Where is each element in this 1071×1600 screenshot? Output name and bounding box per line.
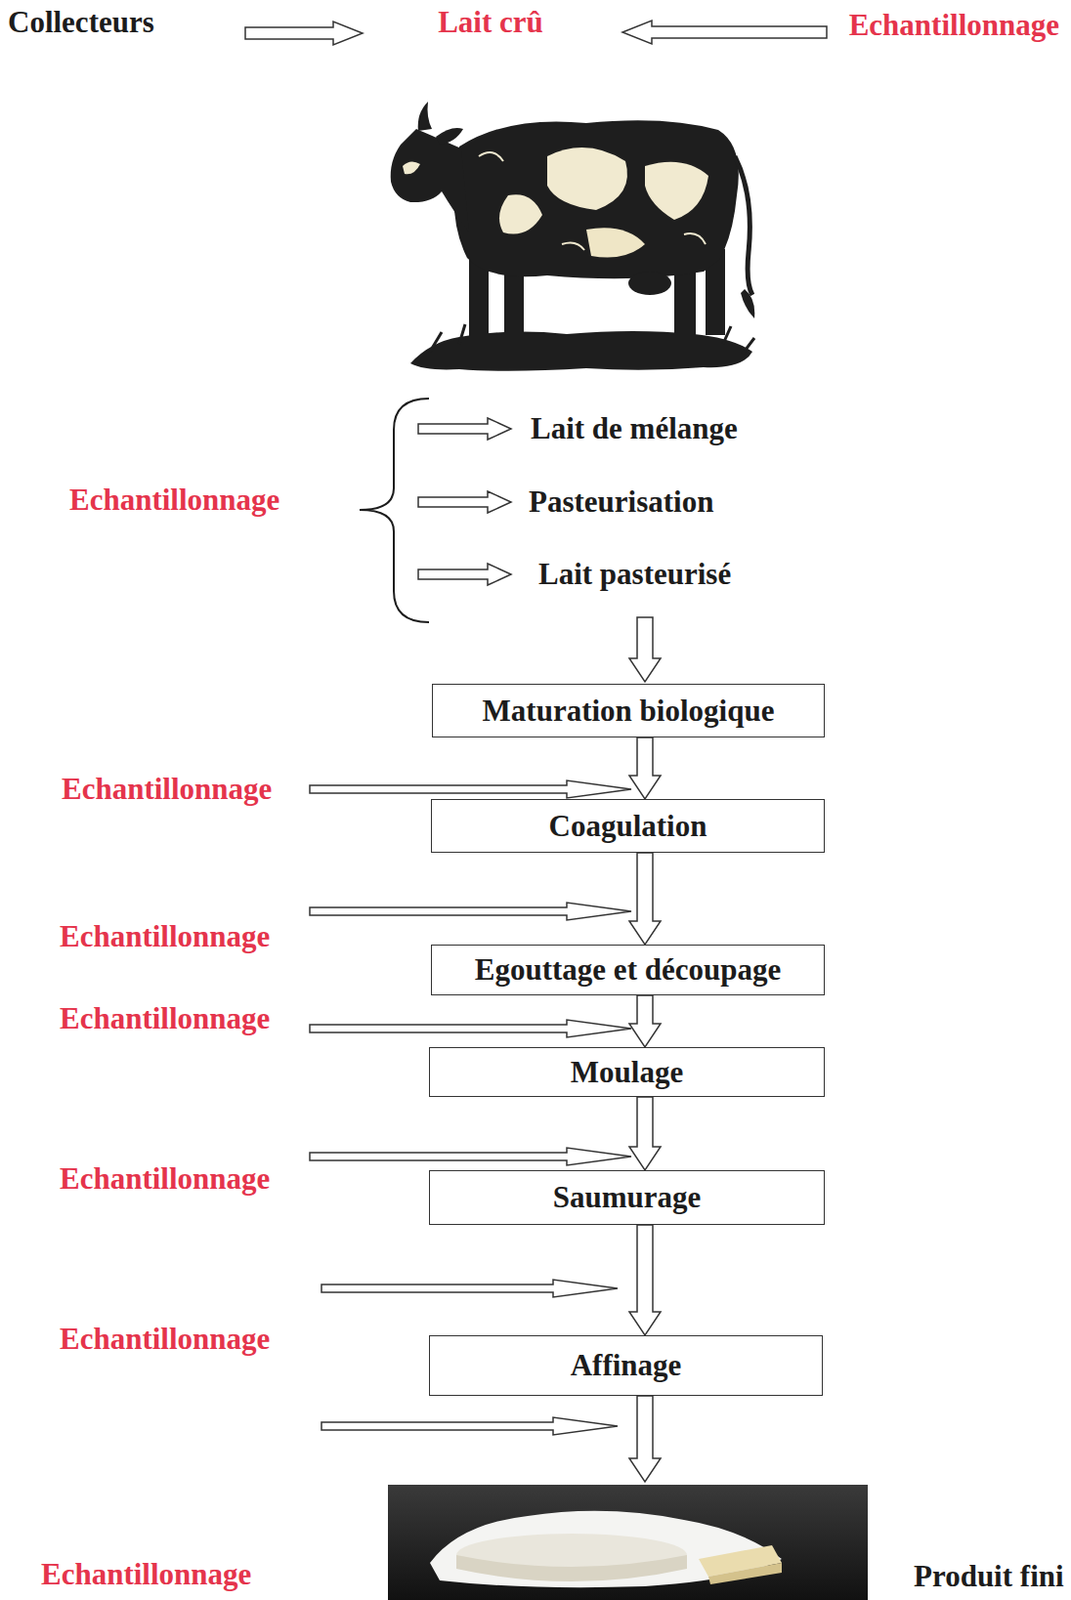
process-box: Saumurage <box>428 1170 825 1226</box>
hollow-arrow <box>629 1396 661 1483</box>
flow-arrow <box>629 1225 661 1336</box>
stage-label: Pasteurisation <box>528 484 714 520</box>
sampling-label: Echantillonnage <box>849 7 1060 43</box>
sampling-arrow <box>321 1280 618 1298</box>
flow-arrow <box>629 737 661 800</box>
flow-arrow <box>629 1097 661 1171</box>
stage-label: Lait pasteurisé <box>538 556 731 593</box>
box-text: Coagulation <box>549 809 708 845</box>
hollow-arrow <box>418 418 512 440</box>
stage-label: Lait de mélange <box>530 411 738 447</box>
sampling-label: Echantillonnage <box>61 771 272 808</box>
sampling-arrow <box>309 1020 632 1038</box>
sampling-label: Echantillonnage <box>59 1322 270 1358</box>
product-label: Lait crû <box>437 4 544 41</box>
cheese-photo <box>387 1485 868 1600</box>
process-box: Moulage <box>428 1047 825 1098</box>
box-text: Affinage <box>570 1348 683 1384</box>
process-box: Affinage <box>428 1335 823 1397</box>
box-text: Saumurage <box>553 1180 702 1216</box>
sampling-arrow <box>321 1417 618 1436</box>
product-label: Produit fini <box>913 1559 1065 1595</box>
sampling-arrow <box>309 902 632 921</box>
hollow-arrow <box>418 563 512 586</box>
flow-arrow <box>629 995 661 1048</box>
hollow-arrow <box>418 491 512 514</box>
sampling-arrow <box>309 780 632 799</box>
hollow-arrow <box>629 617 661 683</box>
sampling-label: Echantillonnage <box>59 919 270 955</box>
sampling-arrow <box>309 1148 632 1166</box>
sampling-label: Echantillonnage <box>69 482 280 518</box>
box-text: Egouttage et découpage <box>474 952 781 988</box>
process-box: Maturation biologique <box>431 684 825 738</box>
box-text: Moulage <box>570 1055 684 1091</box>
sampling-label: Echantillonnage <box>41 1557 252 1593</box>
sampling-label: Echantillonnage <box>59 1001 270 1037</box>
cow-illustration <box>390 101 756 372</box>
process-box: Coagulation <box>430 799 825 854</box>
box-text: Maturation biologique <box>482 693 775 729</box>
hollow-arrow <box>245 21 363 45</box>
process-box: Egouttage et découpage <box>430 944 825 996</box>
hollow-arrow <box>622 20 827 44</box>
flow-arrow <box>629 853 661 945</box>
sampling-label: Echantillonnage <box>59 1161 270 1198</box>
source-label: Collecteurs <box>7 4 155 41</box>
